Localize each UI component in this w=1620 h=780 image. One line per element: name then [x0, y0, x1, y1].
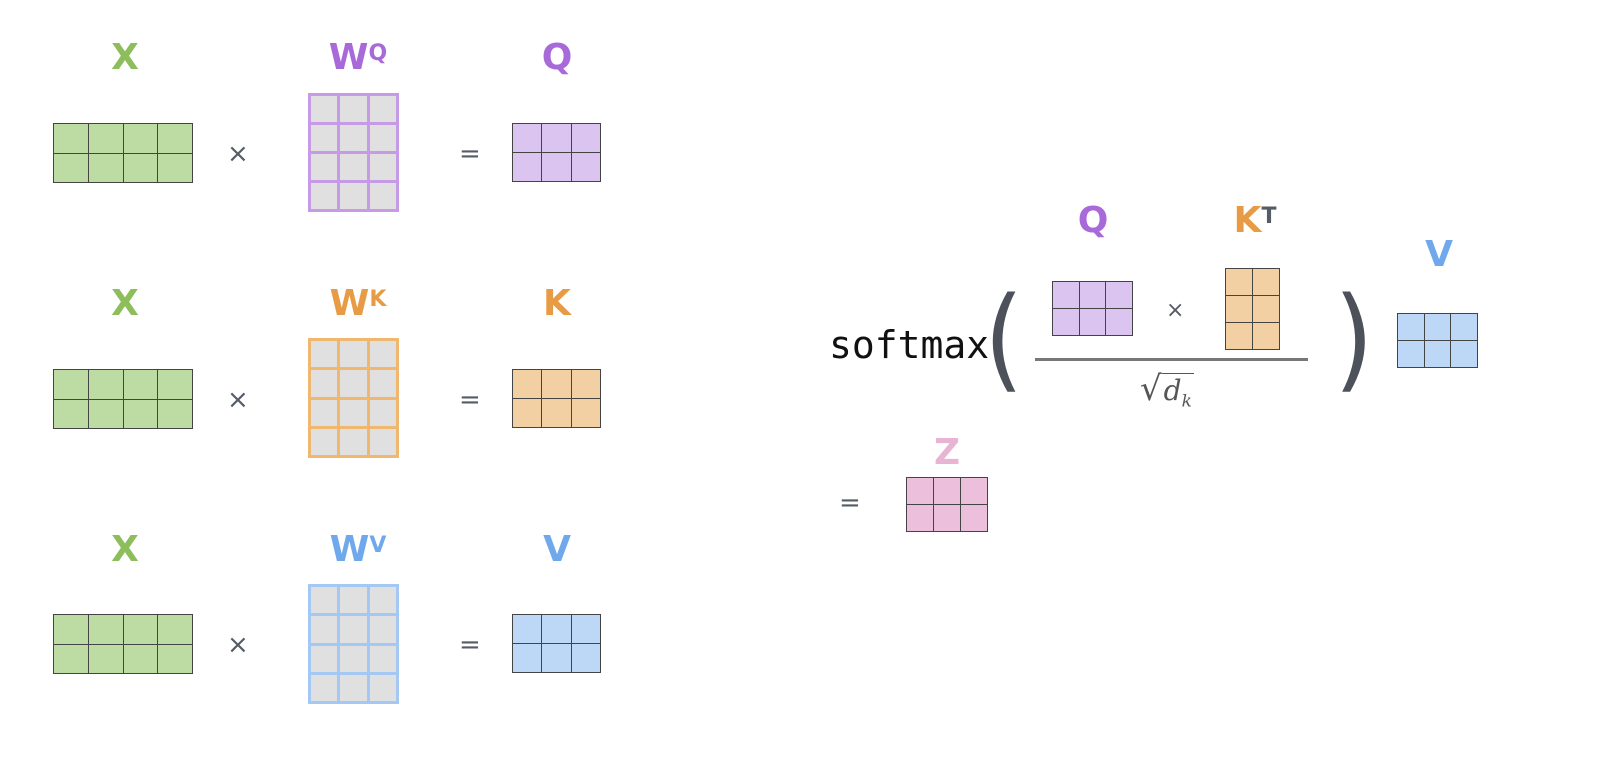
row2-equals-operator: = — [459, 385, 481, 415]
row3-x-label: X — [111, 529, 139, 570]
fraction-bar — [1035, 358, 1308, 361]
row2-x-label: X — [111, 283, 139, 324]
row1-q-label: Q — [541, 37, 573, 78]
row3-x-matrix — [53, 614, 193, 674]
row2-k-matrix — [512, 369, 601, 428]
row3-weight-label: WV — [329, 529, 387, 570]
attention-times-operator: × — [1166, 298, 1185, 323]
attention-kt-label: KT — [1233, 200, 1277, 241]
row3-equals-operator: = — [459, 630, 481, 660]
close-paren: ) — [1334, 274, 1374, 404]
row3-v-matrix — [512, 614, 601, 673]
attention-v-label: V — [1425, 234, 1453, 275]
row3-weight-matrix — [308, 584, 399, 704]
sqrt-dk-denominator: √dk — [1140, 369, 1194, 412]
row1-x-matrix — [53, 123, 193, 183]
row3-v-label: V — [543, 529, 571, 570]
row1-weight-label: WQ — [328, 37, 388, 78]
row1-equals-operator: = — [459, 139, 481, 169]
attention-kt-matrix — [1225, 268, 1280, 350]
row1-weight-matrix — [308, 93, 399, 212]
row2-weight-label: WK — [329, 283, 387, 324]
row1-q-matrix — [512, 123, 601, 182]
row1-x-label: X — [111, 37, 139, 78]
result-equals-operator: = — [839, 488, 861, 518]
row3-times-operator: × — [227, 630, 249, 660]
row1-times-operator: × — [227, 139, 249, 169]
attention-v-matrix — [1397, 313, 1478, 368]
z-label: Z — [933, 432, 961, 473]
row2-times-operator: × — [227, 385, 249, 415]
row2-x-matrix — [53, 369, 193, 429]
softmax-label: softmax — [829, 323, 990, 367]
row2-weight-matrix — [308, 338, 399, 458]
open-paren: ( — [984, 274, 1024, 404]
z-matrix — [906, 477, 988, 532]
attention-q-matrix — [1052, 281, 1133, 336]
row2-k-label: K — [543, 283, 571, 324]
attention-q-label: Q — [1077, 200, 1109, 241]
